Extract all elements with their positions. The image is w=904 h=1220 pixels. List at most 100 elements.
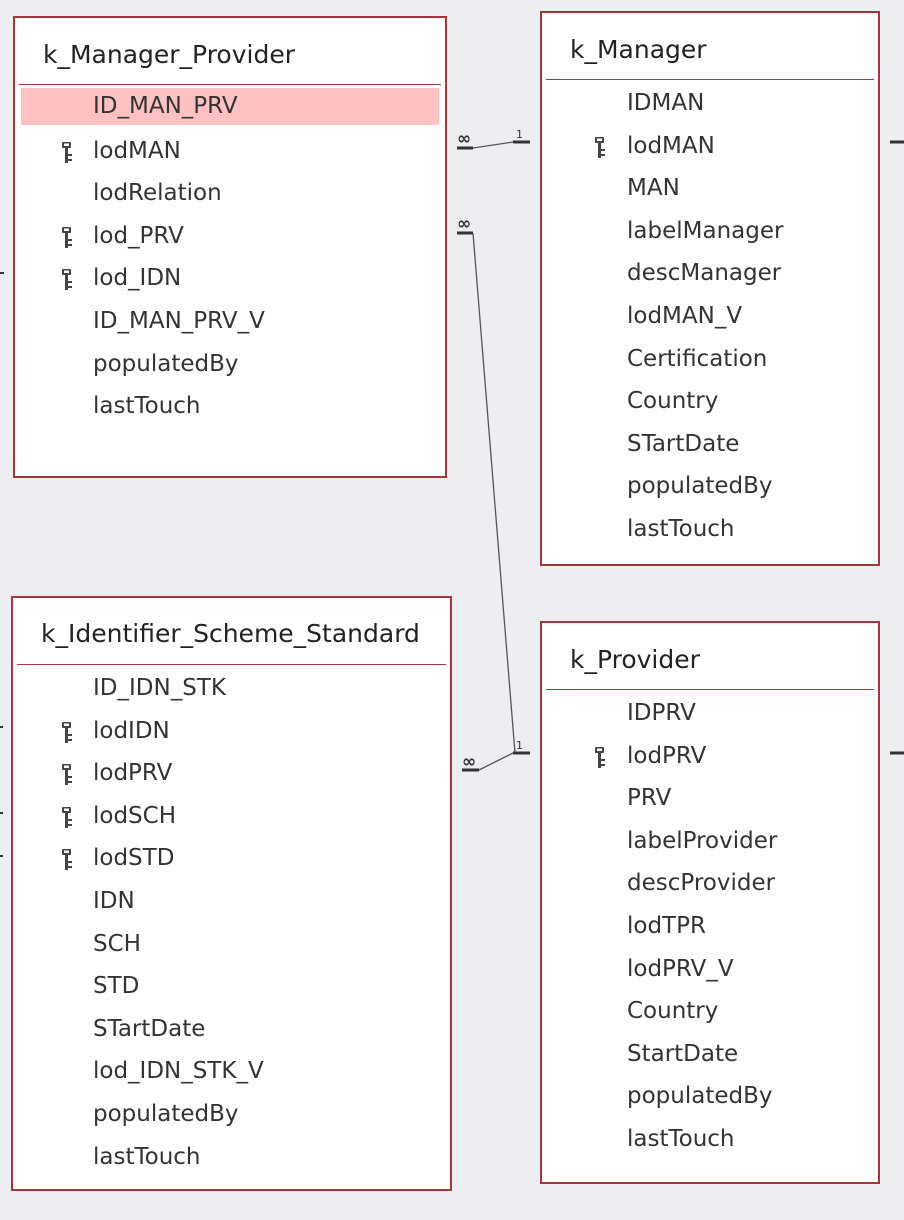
- primary-key-icon: [61, 265, 75, 291]
- field-row[interactable]: ID_IDN_STK: [19, 668, 444, 711]
- field-name: Certification: [627, 345, 768, 372]
- primary-key-icon: [61, 138, 75, 163]
- field-name: lastTouch: [93, 1143, 201, 1170]
- field-row[interactable]: Country: [548, 381, 872, 424]
- field-name: SCH: [93, 930, 141, 957]
- field-row[interactable]: lodRelation: [21, 173, 439, 216]
- field-row[interactable]: lodPRV_V: [548, 949, 872, 992]
- field-row[interactable]: populatedBy: [21, 344, 439, 387]
- rel-mpprv-one-label: 1: [516, 739, 523, 752]
- field-name: populatedBy: [627, 473, 773, 500]
- field-row[interactable]: populatedBy: [548, 1076, 872, 1119]
- field-row[interactable]: descProvider: [548, 863, 872, 906]
- field-name: StartDate: [627, 1040, 739, 1067]
- field-name: populatedBy: [627, 1083, 773, 1110]
- field-name: ID_MAN_PRV_V: [93, 307, 265, 334]
- field-row[interactable]: ID_MAN_PRV: [21, 88, 439, 125]
- rel-mpprv-many-label: ∞: [457, 214, 471, 234]
- field-row[interactable]: lodTPR: [548, 906, 872, 949]
- rel-issprv-line: [478, 752, 514, 771]
- field-name: PRV: [627, 785, 672, 812]
- field-row[interactable]: populatedBy: [548, 466, 872, 509]
- rel-man-many-label: ∞: [457, 129, 471, 149]
- field-row[interactable]: lastTouch: [548, 509, 872, 552]
- primary-key-icon: [594, 743, 608, 768]
- field-row[interactable]: lastTouch: [548, 1119, 872, 1162]
- field-row[interactable]: IDPRV: [548, 693, 872, 736]
- field-name: lastTouch: [627, 515, 735, 542]
- table-title[interactable]: k_Manager: [570, 35, 707, 64]
- field-name: IDMAN: [627, 90, 705, 116]
- table-k-provider[interactable]: k_Provider IDPRV lodPRV PRV labelProvider de…: [540, 621, 880, 1184]
- table-k-manager-provider[interactable]: k_Manager_Provider ID_MAN_PRV lodMAN lodRe…: [13, 16, 447, 478]
- field-row[interactable]: descManager: [548, 253, 872, 296]
- field-name: lodTPR: [627, 912, 706, 939]
- field-row[interactable]: lodSCH: [19, 796, 444, 839]
- field-row[interactable]: lastTouch: [21, 386, 439, 429]
- relationship-man[interactable]: ∞ 1: [457, 128, 530, 150]
- primary-key-icon: [61, 845, 75, 871]
- field-row[interactable]: Country: [548, 991, 872, 1034]
- title-divider: [17, 664, 446, 665]
- field-list: IDPRV lodPRV PRV labelProvider descProvider l…: [548, 693, 872, 1162]
- field-row[interactable]: lodPRV: [19, 753, 444, 796]
- rel-issprv-many-label: ∞: [462, 752, 476, 772]
- field-name: lodMAN: [93, 137, 181, 164]
- field-row[interactable]: Certification: [548, 339, 872, 382]
- field-row[interactable]: STD: [19, 966, 444, 1009]
- field-name: STartDate: [627, 430, 740, 457]
- field-row[interactable]: populatedBy: [19, 1094, 444, 1137]
- field-name: lodPRV_V: [627, 955, 734, 982]
- field-row[interactable]: lastTouch: [19, 1137, 444, 1180]
- field-row[interactable]: IDMAN: [548, 83, 872, 126]
- field-name: descManager: [627, 260, 782, 287]
- field-row[interactable]: ID_MAN_PRV_V: [21, 301, 439, 344]
- field-list: ID_MAN_PRV lodMAN lodRelation lod_PRV lod_ID…: [21, 88, 439, 429]
- title-divider: [546, 79, 874, 80]
- field-name: lodMAN: [627, 132, 715, 159]
- field-row[interactable]: labelProvider: [548, 821, 872, 864]
- field-name: populatedBy: [93, 350, 239, 377]
- field-row[interactable]: IDN: [19, 881, 444, 924]
- field-row[interactable]: lodMAN: [548, 126, 872, 169]
- title-divider: [546, 689, 874, 690]
- relationship-mp-prv[interactable]: ∞ 1: [457, 214, 530, 755]
- field-name: lodPRV: [627, 742, 707, 769]
- field-row[interactable]: lodMAN_V: [548, 296, 872, 339]
- primary-key-icon: [61, 718, 75, 743]
- primary-key-icon: [61, 760, 75, 786]
- field-name: labelProvider: [627, 827, 778, 854]
- field-row[interactable]: PRV: [548, 778, 872, 821]
- field-name: lod_PRV: [93, 222, 184, 249]
- field-row[interactable]: MAN: [548, 168, 872, 211]
- field-row[interactable]: lod_IDN: [21, 258, 439, 301]
- field-name: Country: [627, 998, 719, 1025]
- table-title[interactable]: k_Provider: [570, 645, 700, 674]
- primary-key-icon: [61, 803, 75, 828]
- field-row[interactable]: lodSTD: [19, 838, 444, 881]
- field-row[interactable]: lodIDN: [19, 711, 444, 754]
- field-row[interactable]: lod_PRV: [21, 216, 439, 259]
- field-name: descProvider: [627, 870, 776, 897]
- field-row[interactable]: lod_IDN_STK_V: [19, 1051, 444, 1094]
- field-row[interactable]: labelManager: [548, 211, 872, 254]
- field-row[interactable]: STartDate: [548, 424, 872, 467]
- field-name: lastTouch: [93, 393, 201, 420]
- table-title[interactable]: k_Manager_Provider: [43, 40, 295, 69]
- field-name: ID_MAN_PRV: [93, 93, 238, 119]
- field-row[interactable]: SCH: [19, 924, 444, 967]
- relationship-iss-prv[interactable]: ∞: [462, 752, 514, 772]
- field-row[interactable]: lodMAN: [21, 131, 439, 174]
- field-row[interactable]: lodPRV: [548, 736, 872, 779]
- field-name: lastTouch: [627, 1125, 735, 1152]
- field-row[interactable]: StartDate: [548, 1034, 872, 1077]
- table-title[interactable]: k_Identifier_Scheme_Standard: [41, 619, 420, 648]
- field-row[interactable]: STartDate: [19, 1009, 444, 1052]
- rel-man-one-label: 1: [516, 128, 523, 141]
- field-name: lodMAN_V: [627, 302, 743, 329]
- field-name: STD: [93, 973, 140, 1000]
